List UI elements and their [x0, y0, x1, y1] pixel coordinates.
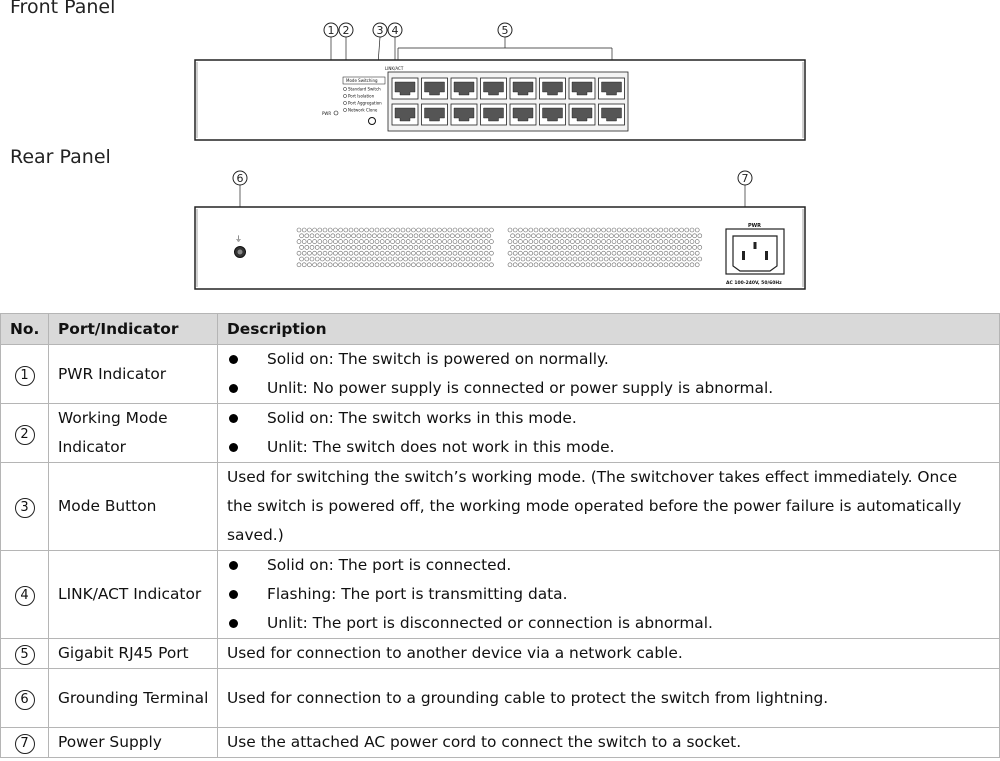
- rear-panel-heading: Rear Panel: [10, 146, 111, 168]
- row-number: 7: [0, 727, 49, 758]
- vent-holes: [296, 227, 703, 268]
- row-number: 2: [0, 403, 49, 463]
- bullet-item: Flashing: The port is transmitting data.: [227, 580, 999, 609]
- row-description: Solid on: The switch is powered on norma…: [217, 344, 1000, 404]
- table-row: 4 LINK/ACT Indicator Solid on: The port …: [0, 550, 1000, 639]
- svg-text:Port Aggregation: Port Aggregation: [348, 101, 382, 106]
- link-act-label: LINK/ACT: [385, 66, 404, 71]
- bullet-item: Solid on: The switch works in this mode.: [227, 404, 999, 433]
- callout-1: 1: [328, 24, 335, 37]
- header-port: Port/Indicator: [48, 313, 218, 345]
- ac-rating-label: AC 100-240V, 50/60Hz: [726, 280, 782, 286]
- port-indicator-table: No. Port/Indicator Description 1 PWR Ind…: [0, 313, 1000, 758]
- row-description: Used for connection to a grounding cable…: [217, 668, 1000, 728]
- callout-5: 5: [502, 24, 509, 37]
- table-row: 6 Grounding Terminal Used for connection…: [0, 668, 1000, 728]
- rear-panel: ⏚ PWR AC 100-240V, 50/60Hz: [194, 206, 806, 290]
- callout-6: 6: [237, 172, 244, 185]
- row-description: Used for switching the switch’s working …: [217, 462, 1000, 551]
- front-panel-heading: Front Panel: [10, 0, 116, 18]
- row-port: Working Mode Indicator: [48, 403, 218, 463]
- row-port: Mode Button: [48, 462, 218, 551]
- row-description: Solid on: The port is connected. Flashin…: [217, 550, 1000, 639]
- row-description: Used for connection to another device vi…: [217, 638, 1000, 669]
- table-row: 1 PWR Indicator Solid on: The switch is …: [0, 344, 1000, 404]
- row-port: PWR Indicator: [48, 344, 218, 404]
- pwr-label: PWR: [322, 111, 331, 116]
- row-number: 6: [0, 668, 49, 728]
- header-no: No.: [0, 313, 49, 345]
- table-header-row: No. Port/Indicator Description: [0, 313, 1000, 345]
- svg-text:Network Clone: Network Clone: [348, 108, 378, 113]
- row-number: 4: [0, 550, 49, 639]
- row-port: Gigabit RJ45 Port: [48, 638, 218, 669]
- bullet-item: Unlit: No power supply is connected or p…: [227, 374, 999, 403]
- row-description: Use the attached AC power cord to connec…: [217, 727, 1000, 758]
- header-description: Description: [217, 313, 1000, 345]
- row-port: Power Supply: [48, 727, 218, 758]
- bullet-item: Unlit: The switch does not work in this …: [227, 433, 999, 462]
- svg-text:⏚: ⏚: [235, 235, 242, 243]
- mode-button[interactable]: [368, 117, 376, 125]
- table-row: 3 Mode Button Used for switching the swi…: [0, 462, 1000, 551]
- bullet-item: Unlit: The port is disconnected or conne…: [227, 609, 999, 638]
- svg-text:Port Isolation: Port Isolation: [348, 94, 375, 99]
- panel-diagrams: 1 2 3 4 5 Mode Switching Standard Switch…: [194, 22, 806, 290]
- table-row: 5 Gigabit RJ45 Port Used for connection …: [0, 638, 1000, 669]
- table-row: 2 Working Mode Indicator Solid on: The s…: [0, 403, 1000, 463]
- table-row: 7 Power Supply Use the attached AC power…: [0, 727, 1000, 758]
- callout-3: 3: [377, 24, 384, 37]
- callout-4: 4: [392, 24, 399, 37]
- row-port: Grounding Terminal: [48, 668, 218, 728]
- row-number: 3: [0, 462, 49, 551]
- front-panel: Mode Switching Standard Switch Port Isol…: [194, 59, 806, 141]
- bullet-item: Solid on: The port is connected.: [227, 551, 999, 580]
- row-number: 5: [0, 638, 49, 669]
- pwr-led: [333, 110, 339, 116]
- callout-7: 7: [742, 172, 749, 185]
- mode-switching-label: Mode Switching: [346, 78, 378, 83]
- svg-text:Standard Switch: Standard Switch: [348, 87, 381, 92]
- rj45-ports[interactable]: [391, 77, 625, 126]
- callout-2: 2: [343, 24, 350, 37]
- rear-pwr-label: PWR: [748, 223, 761, 229]
- row-number: 1: [0, 344, 49, 404]
- row-description: Solid on: The switch works in this mode.…: [217, 403, 1000, 463]
- row-port: LINK/ACT Indicator: [48, 550, 218, 639]
- bullet-item: Solid on: The switch is powered on norma…: [227, 345, 999, 374]
